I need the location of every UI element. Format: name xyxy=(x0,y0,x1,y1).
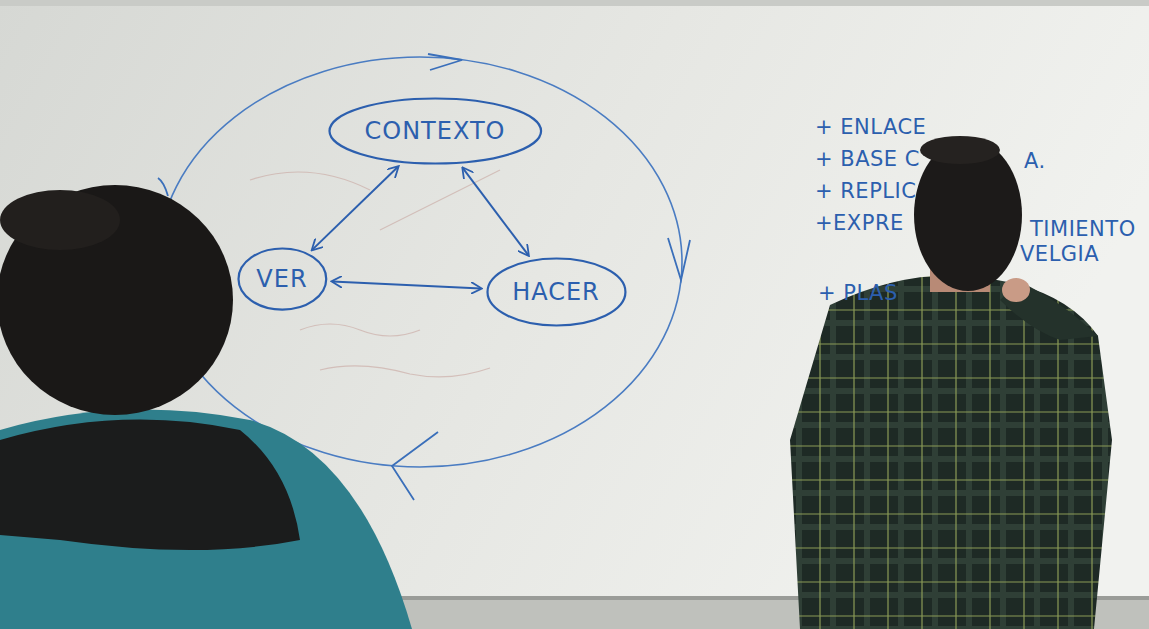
node-label: VER xyxy=(256,266,307,292)
double-arrow xyxy=(312,167,398,250)
double-arrow xyxy=(463,168,528,255)
node-label: CONTEXTO xyxy=(364,118,505,144)
board-note: VELGIA xyxy=(1020,243,1099,266)
person-right xyxy=(790,136,1112,629)
board-note: + PLAS xyxy=(818,282,898,305)
board-note: + ENLACE xyxy=(815,116,926,139)
ellipse-node: CONTEXTO xyxy=(328,97,543,165)
ellipse-node: VER xyxy=(237,247,328,311)
board-note: + REPLIC xyxy=(815,180,916,203)
ellipse-node: HACER xyxy=(486,257,627,327)
board-note: A. xyxy=(1024,150,1046,173)
board-note: TIMIENTO xyxy=(1030,218,1136,241)
double-arrow xyxy=(332,281,481,288)
board-note: + BASE C xyxy=(815,148,920,171)
node-label: HACER xyxy=(512,279,600,305)
person-left xyxy=(0,185,412,629)
board-note: +EXPRE xyxy=(815,212,904,235)
